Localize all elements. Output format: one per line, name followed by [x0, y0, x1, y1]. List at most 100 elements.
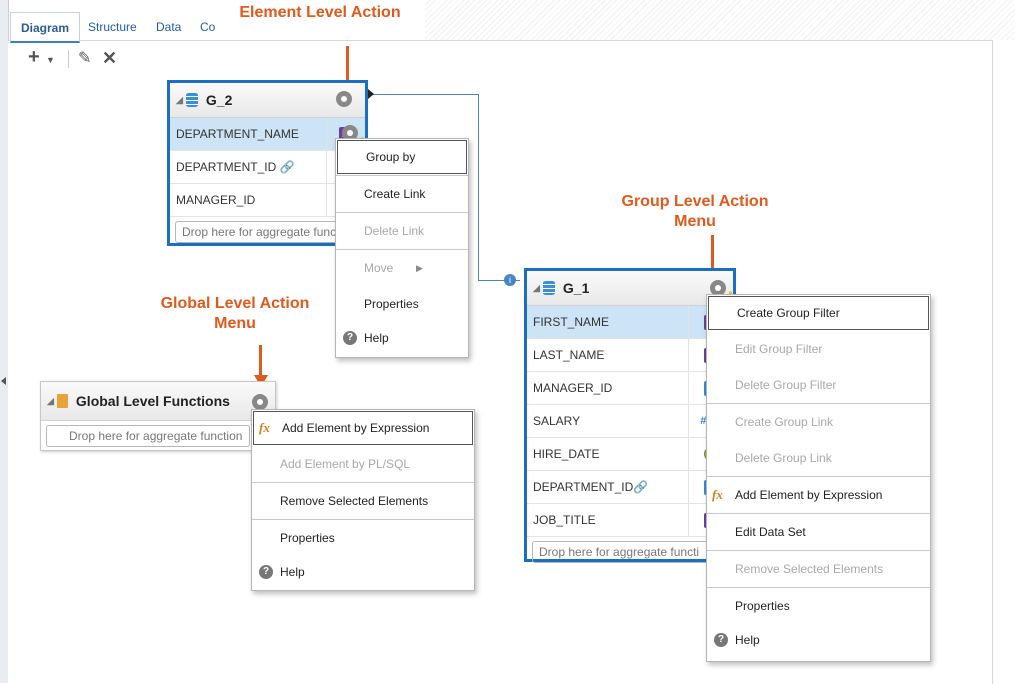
menu-item-delete-link[interactable]: Delete Link	[364, 224, 425, 238]
group-title: G_1	[562, 280, 590, 296]
global-title: Global Level Functions	[75, 393, 230, 409]
table-row[interactable]: HIRE_DATE	[527, 438, 733, 471]
element-action-menu: Group by Create Link Delete Link Move ▶ P…	[335, 138, 469, 358]
menu-item-delete-group-link[interactable]: Delete Group Link	[735, 451, 832, 465]
collapse-triangle-icon[interactable]: ◢	[176, 94, 183, 105]
table-row[interactable]: JOB_TITLE A	[527, 504, 733, 537]
annotation-group-level: Group Level Action Menu	[600, 192, 790, 232]
add-icon[interactable]: +	[28, 46, 40, 68]
annotation-global-line2: Menu	[214, 315, 256, 332]
table-row[interactable]: FIRST_NAME A	[527, 306, 733, 339]
tab-data[interactable]: Data	[156, 20, 182, 34]
menu-item-create-group-filter[interactable]: Create Group Filter	[708, 296, 929, 330]
annotation-arrow	[346, 46, 349, 96]
menu-item-delete-group-filter[interactable]: Delete Group Filter	[735, 378, 837, 392]
element-name: FIRST_NAME	[533, 315, 610, 329]
element-name: SALARY	[533, 414, 581, 428]
background-hatch	[425, 0, 1015, 40]
element-name: DEPARTMENT_ID🔗	[527, 480, 688, 494]
tab-structure[interactable]: Structure	[88, 20, 137, 34]
toolbar-divider	[68, 50, 69, 68]
gear-icon[interactable]	[709, 280, 727, 298]
menu-item-move[interactable]: Move ▶	[336, 250, 468, 286]
help-icon: ?	[343, 331, 357, 345]
help-icon: ?	[714, 633, 728, 647]
menu-item-move-label: Move	[364, 261, 394, 275]
collapse-triangle-icon[interactable]: ◢	[47, 395, 54, 406]
collapse-arrow-icon[interactable]	[1, 377, 6, 385]
menu-item-create-link[interactable]: Create Link	[364, 187, 426, 201]
annotation-element-level: Element Level Action	[239, 4, 401, 21]
element-name: MANAGER_ID	[176, 193, 256, 207]
menu-item-help[interactable]: ?Help	[252, 556, 474, 588]
global-functions-panel[interactable]: ◢ Global Level Functions Drop here for a…	[40, 381, 276, 451]
menu-item-properties[interactable]: Properties	[280, 531, 335, 545]
aggregate-drop-zone[interactable]: Drop here for aggregate func	[175, 221, 360, 243]
collapse-triangle-icon[interactable]: ◢	[533, 282, 540, 293]
group-g2[interactable]: ◢ G_2 DEPARTMENT_NAME A DEPARTMENT_ID 🔗 …	[167, 80, 368, 246]
group-header[interactable]: ◢ G_2	[170, 83, 365, 118]
submenu-arrow-icon: ▶	[416, 263, 423, 273]
element-name: JOB_TITLE	[533, 513, 596, 527]
connector-arrow-icon	[368, 89, 374, 99]
menu-item-group-by[interactable]: Group by	[337, 140, 467, 174]
gear-icon[interactable]	[335, 91, 353, 109]
group-action-menu: Create Group Filter Edit Group Filter De…	[706, 294, 931, 662]
menu-item-help[interactable]: ? Help	[336, 322, 468, 354]
menu-item-edit-data-set[interactable]: Edit Data Set	[735, 525, 806, 539]
element-name: HIRE_DATE	[533, 447, 600, 461]
element-name: DEPARTMENT_ID 🔗	[170, 160, 326, 174]
menu-item-label: Add Element by Expression	[735, 488, 883, 502]
document-icon	[56, 394, 68, 408]
menu-item-add-element-expression[interactable]: fx Add Element by Expression	[253, 411, 473, 445]
menu-item-help[interactable]: ? Help	[707, 624, 930, 656]
database-icon	[542, 281, 555, 295]
dropdown-arrow-icon[interactable]: ▼	[46, 55, 55, 65]
menu-item-properties[interactable]: Properties	[364, 297, 419, 311]
annotation-group-line2: Menu	[674, 213, 716, 230]
link-info-icon[interactable]: i	[504, 274, 516, 286]
global-header[interactable]: ◢ Global Level Functions	[41, 382, 275, 421]
group-header[interactable]: ◢ G_1	[527, 271, 733, 306]
database-icon	[185, 93, 198, 107]
delete-x-icon[interactable]: ✕	[102, 48, 118, 68]
menu-item-create-group-link[interactable]: Create Group Link	[735, 415, 834, 429]
element-name: DEPARTMENT_NAME	[176, 127, 299, 141]
table-row[interactable]: LAST_NAME A	[527, 339, 733, 372]
gear-icon[interactable]	[251, 394, 269, 412]
gear-icon[interactable]	[341, 125, 359, 143]
annotation-global-level: Global Level Action Menu	[140, 294, 330, 334]
link-connector	[368, 94, 478, 95]
tab-diagram[interactable]: Diagram	[10, 12, 81, 43]
annotation-global-line1: Global Level Action	[160, 295, 310, 312]
table-row[interactable]: MANAGER_ID #	[527, 372, 733, 405]
help-icon: ?	[259, 565, 273, 579]
element-name: MANAGER_ID	[533, 381, 613, 395]
group-g1[interactable]: ◢ G_1 FIRST_NAME A LAST_NAME A MANAGER_I…	[524, 268, 736, 563]
element-name-text: DEPARTMENT_ID	[533, 480, 634, 494]
tab-code[interactable]: Co	[200, 20, 216, 34]
table-row[interactable]: SALARY #E▼	[527, 405, 733, 438]
aggregate-drop-zone[interactable]: Drop here for aggregate function	[46, 425, 250, 447]
group-title: G_2	[205, 92, 233, 108]
link-icon: 🔗	[279, 160, 295, 174]
menu-item-add-element-expression[interactable]: fx Add Element by Expression	[707, 477, 930, 513]
table-row[interactable]: DEPARTMENT_ID🔗 #	[527, 471, 733, 504]
fx-icon: fx	[259, 420, 270, 435]
aggregate-drop-zone[interactable]: Drop here for aggregate functi	[532, 541, 728, 563]
fx-icon: fx	[712, 487, 723, 502]
menu-item-remove-selected[interactable]: Remove Selected Elements	[735, 562, 884, 576]
menu-item-properties[interactable]: Properties	[735, 599, 790, 613]
menu-item-help-label: Help	[364, 331, 389, 345]
element-name: LAST_NAME	[533, 348, 605, 362]
menu-item-help-label: Help	[735, 633, 760, 647]
menu-item-remove-selected[interactable]: Remove Selected Elements	[280, 494, 429, 508]
menu-item-add-element-plsql[interactable]: Add Element by PL/SQL	[280, 457, 411, 471]
edit-pencil-icon[interactable]: ✎	[78, 50, 92, 67]
link-icon: 🔗	[633, 480, 649, 494]
menu-item-label: Add Element by Expression	[282, 421, 430, 435]
menu-item-edit-group-filter[interactable]: Edit Group Filter	[735, 342, 823, 356]
link-connector	[478, 280, 520, 281]
global-action-menu: fx Add Element by Expression Add Element …	[251, 409, 475, 591]
annotation-arrow	[711, 235, 714, 280]
